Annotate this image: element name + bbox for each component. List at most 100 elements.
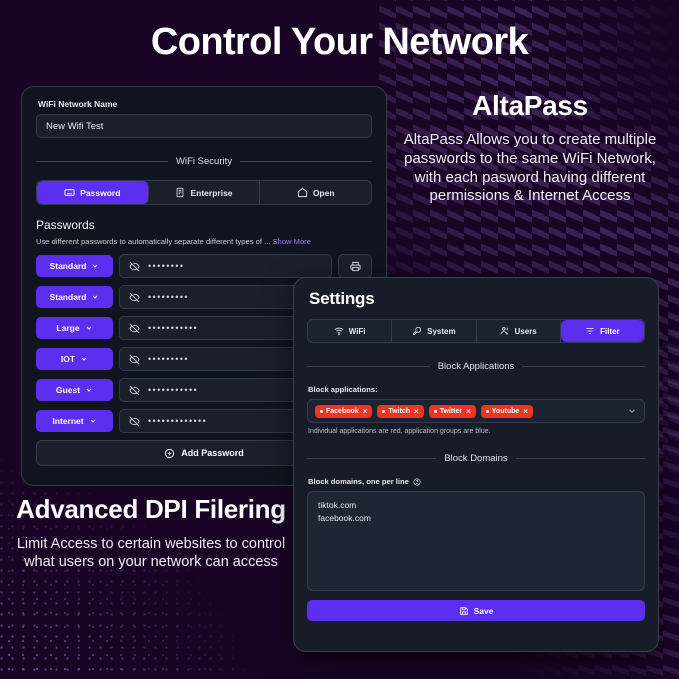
blocked-apps-hint: Individual applications are red, applica… (308, 428, 491, 435)
block-domains-textarea[interactable]: tiktok.com facebook.com (307, 491, 645, 591)
wifi-security-divider: WiFi Security (36, 156, 372, 167)
tab-enterprise-label: Enterprise (190, 187, 233, 198)
show-more-link[interactable]: Show More (272, 237, 311, 246)
tab-open[interactable]: Open (260, 181, 371, 204)
block-applications-label: Block applications: (308, 385, 645, 394)
chevron-down-icon (89, 417, 97, 425)
chip-remove-icon[interactable]: × (523, 406, 528, 416)
password-masked-value: ••••••••• (148, 291, 189, 302)
blocked-app-label: Twitch (388, 407, 411, 415)
settings-card: Settings WiFi System Users Filter Block … (293, 277, 659, 652)
password-type-dropdown[interactable]: Internet (36, 410, 113, 432)
wifi-icon (334, 326, 344, 336)
chevron-down-icon (91, 293, 99, 301)
eye-off-icon[interactable] (129, 354, 140, 365)
chip-remove-icon[interactable]: × (466, 406, 471, 416)
password-type-dropdown[interactable]: Standard (36, 255, 113, 277)
add-password-label: Add Password (181, 448, 244, 458)
tab-open-label: Open (312, 187, 335, 198)
password-row: Standard •••••••• (36, 254, 372, 278)
password-masked-value: ••••••••••• (148, 322, 199, 333)
passwords-heading: Passwords (36, 218, 95, 232)
altapass-body: AltaPass Allows you to create multiple p… (403, 131, 657, 205)
password-type-label: Standard (49, 261, 87, 271)
printer-icon (349, 261, 361, 271)
tab-filter[interactable]: Filter (560, 320, 644, 342)
tab-system[interactable]: System (392, 320, 477, 342)
chip-dot-icon (485, 409, 489, 413)
block-domains-divider: Block Domains (307, 453, 645, 464)
settings-title: Settings (309, 289, 375, 308)
chip-dot-icon (320, 409, 323, 413)
print-password-button[interactable] (338, 254, 372, 278)
password-type-label: Guest (55, 385, 81, 395)
tab-users[interactable]: Users (477, 320, 561, 342)
block-domains-divider-label: Block Domains (444, 453, 508, 464)
altapass-copy-block: AltaPass AltaPass Allows you to create m… (390, 90, 670, 206)
blocked-app-label: Facebook (326, 407, 359, 415)
password-masked-value: ••••••••••••• (148, 415, 208, 426)
eye-off-icon[interactable] (129, 416, 140, 427)
plus-circle-icon (164, 448, 175, 459)
chip-remove-icon[interactable]: × (414, 406, 419, 416)
password-masked-value: ••••••••••• (148, 384, 199, 395)
network-name-value: New Wifi Test (46, 120, 104, 132)
password-type-label: Large (56, 323, 80, 333)
help-circle-icon[interactable] (413, 478, 421, 486)
home-icon (297, 187, 308, 198)
block-domains-label: Block domains, one per line (308, 477, 645, 486)
blocked-app-chip[interactable]: Facebook × (315, 404, 373, 418)
blocked-app-chip[interactable]: Twitter × (428, 404, 476, 418)
password-type-label: IOT (60, 354, 76, 364)
blocked-app-label: Youtube (491, 407, 520, 415)
security-mode-tabs: Password Enterprise Open (36, 180, 372, 205)
blocked-app-label: Twitter (439, 407, 463, 415)
dpi-copy-block: Advanced DPI Filering Limit Access to ce… (8, 495, 294, 572)
blocked-app-chip[interactable]: Twitch × (377, 404, 424, 418)
dpi-heading: Advanced DPI Filering (16, 494, 286, 524)
password-field[interactable]: •••••••• (119, 254, 332, 278)
save-button[interactable]: Save (307, 600, 645, 621)
blocked-apps-multiselect[interactable]: Facebook × Twitch × Twitter × Youtube × (307, 399, 645, 423)
page-title: Control Your Network (150, 21, 529, 63)
eye-off-icon[interactable] (129, 323, 140, 334)
tab-enterprise[interactable]: Enterprise (149, 181, 261, 204)
block-applications-divider-label: Block Applications (437, 361, 515, 372)
password-masked-value: ••••••••• (148, 353, 189, 364)
tab-wifi[interactable]: WiFi (308, 320, 393, 342)
settings-tabs: WiFi System Users Filter (307, 319, 645, 343)
tab-password[interactable]: Password (37, 181, 149, 204)
network-name-input[interactable]: New Wifi Test (36, 114, 372, 138)
wifi-security-divider-label: WiFi Security (176, 156, 232, 167)
keyboard-icon (64, 187, 75, 198)
chevron-down-icon[interactable] (627, 406, 637, 416)
blocked-app-chip[interactable]: Youtube × (480, 404, 533, 418)
chevron-down-icon (91, 262, 99, 270)
chip-remove-icon[interactable]: × (362, 406, 368, 416)
password-type-dropdown[interactable]: Guest (36, 379, 113, 401)
chevron-down-icon (80, 355, 88, 363)
users-icon (500, 326, 510, 336)
password-type-dropdown[interactable]: Large (36, 317, 113, 339)
passwords-description-text: Use different passwords to automatically… (36, 237, 271, 246)
password-type-label: Internet (52, 416, 84, 426)
password-type-label: Standard (49, 292, 87, 302)
wrench-icon (412, 326, 422, 336)
password-type-dropdown[interactable]: Standard (36, 286, 113, 308)
filter-icon (585, 326, 595, 336)
tab-system-label: System (427, 326, 456, 336)
block-applications-label-text: Block applications: (308, 385, 378, 394)
eye-off-icon[interactable] (129, 292, 140, 303)
tab-filter-label: Filter (600, 326, 620, 336)
password-type-dropdown[interactable]: IOT (36, 348, 113, 370)
password-masked-value: •••••••• (148, 260, 185, 271)
chip-dot-icon (433, 409, 437, 413)
block-domains-label-text: Block domains, one per line (308, 477, 409, 486)
eye-off-icon[interactable] (129, 385, 140, 396)
tab-wifi-label: WiFi (348, 326, 366, 336)
chevron-down-icon (85, 324, 93, 332)
eye-off-icon[interactable] (129, 261, 140, 272)
server-icon (175, 187, 185, 198)
altapass-heading: AltaPass (472, 90, 588, 121)
